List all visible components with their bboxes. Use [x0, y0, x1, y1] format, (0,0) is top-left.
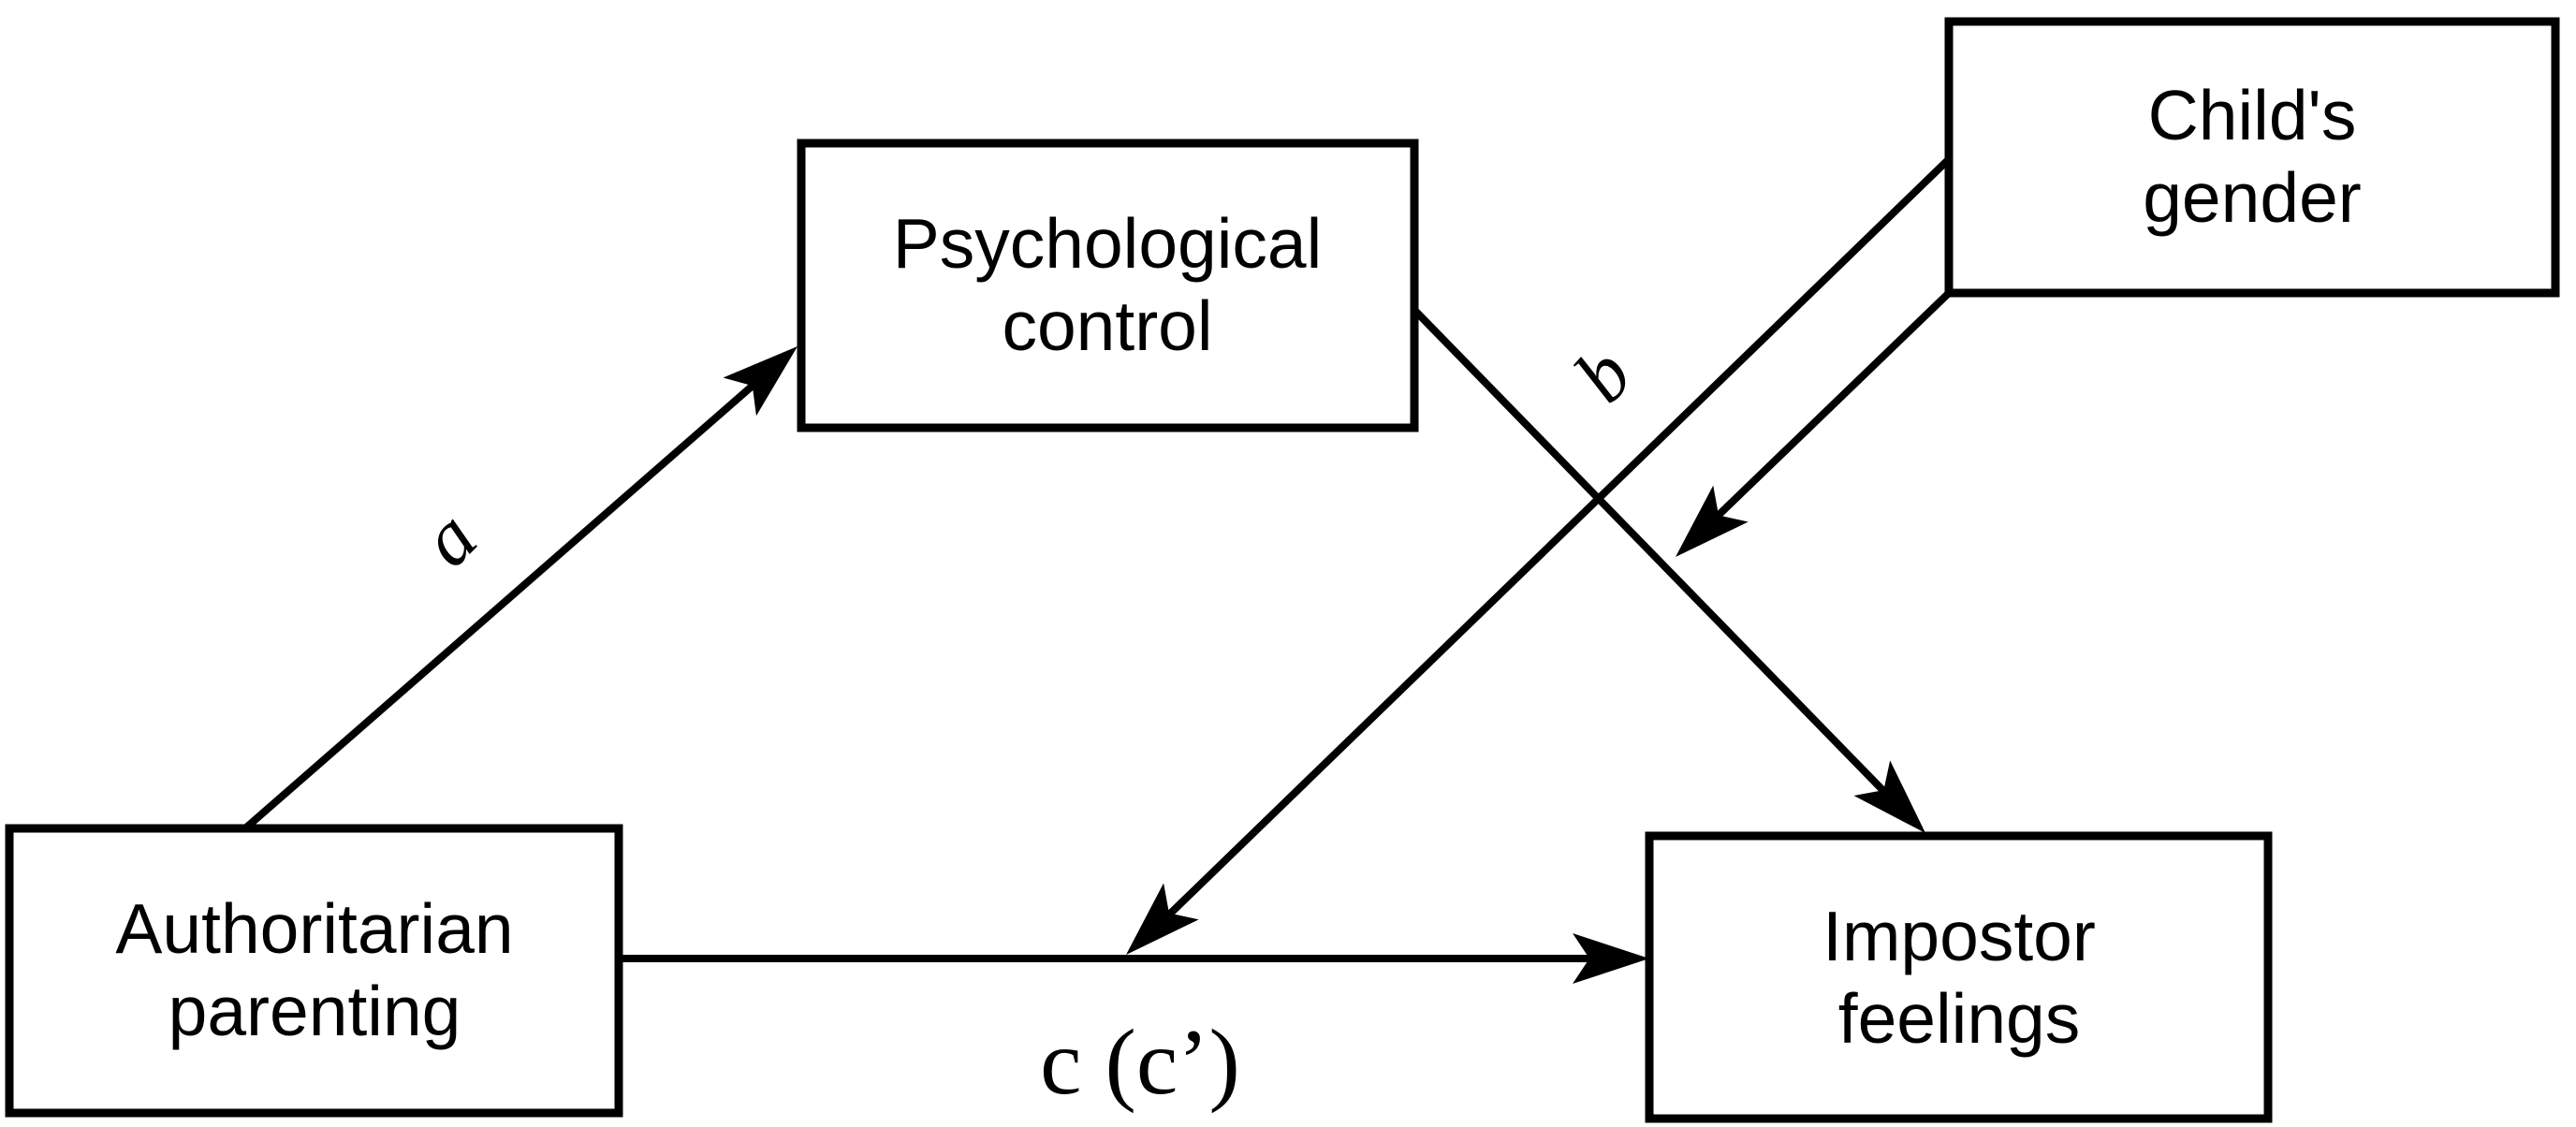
box-authoritarian-parenting — [5, 824, 623, 1118]
label-psychological-control-line2: control — [1002, 286, 1212, 365]
label-path-b: b — [1558, 331, 1648, 418]
box-impostor-feelings — [1645, 831, 2273, 1123]
label-impostor-feelings-line2: feelings — [1838, 979, 2081, 1058]
label-psychological-control-line1: Psychological — [893, 204, 1323, 283]
label-authoritarian-parenting-line2: parenting — [168, 972, 461, 1050]
edge-gender-to-c-line — [1163, 156, 1952, 921]
edge-gender-to-c-arrowhead — [1126, 883, 1199, 955]
edge-gender-to-b-line — [1710, 290, 1952, 523]
label-path-a: a — [404, 494, 493, 583]
edge-a-line — [242, 375, 763, 832]
label-childs-gender-line2: gender — [2143, 158, 2362, 237]
edge-a-arrowhead — [723, 346, 798, 417]
edge-b-arrowhead — [1853, 760, 1925, 833]
box-psychological-control — [797, 139, 1419, 432]
label-path-c: c (c’) — [1040, 1010, 1240, 1114]
edge-c-arrowhead — [1573, 933, 1649, 984]
edge-b-line — [1411, 306, 1895, 803]
box-childs-gender — [1944, 17, 2560, 298]
label-impostor-feelings-line1: Impostor — [1822, 897, 2096, 975]
label-authoritarian-parenting-line1: Authoritarian — [115, 889, 513, 968]
label-childs-gender-line1: Child's — [2148, 76, 2357, 154]
edge-gender-to-b-arrowhead — [1676, 485, 1749, 557]
